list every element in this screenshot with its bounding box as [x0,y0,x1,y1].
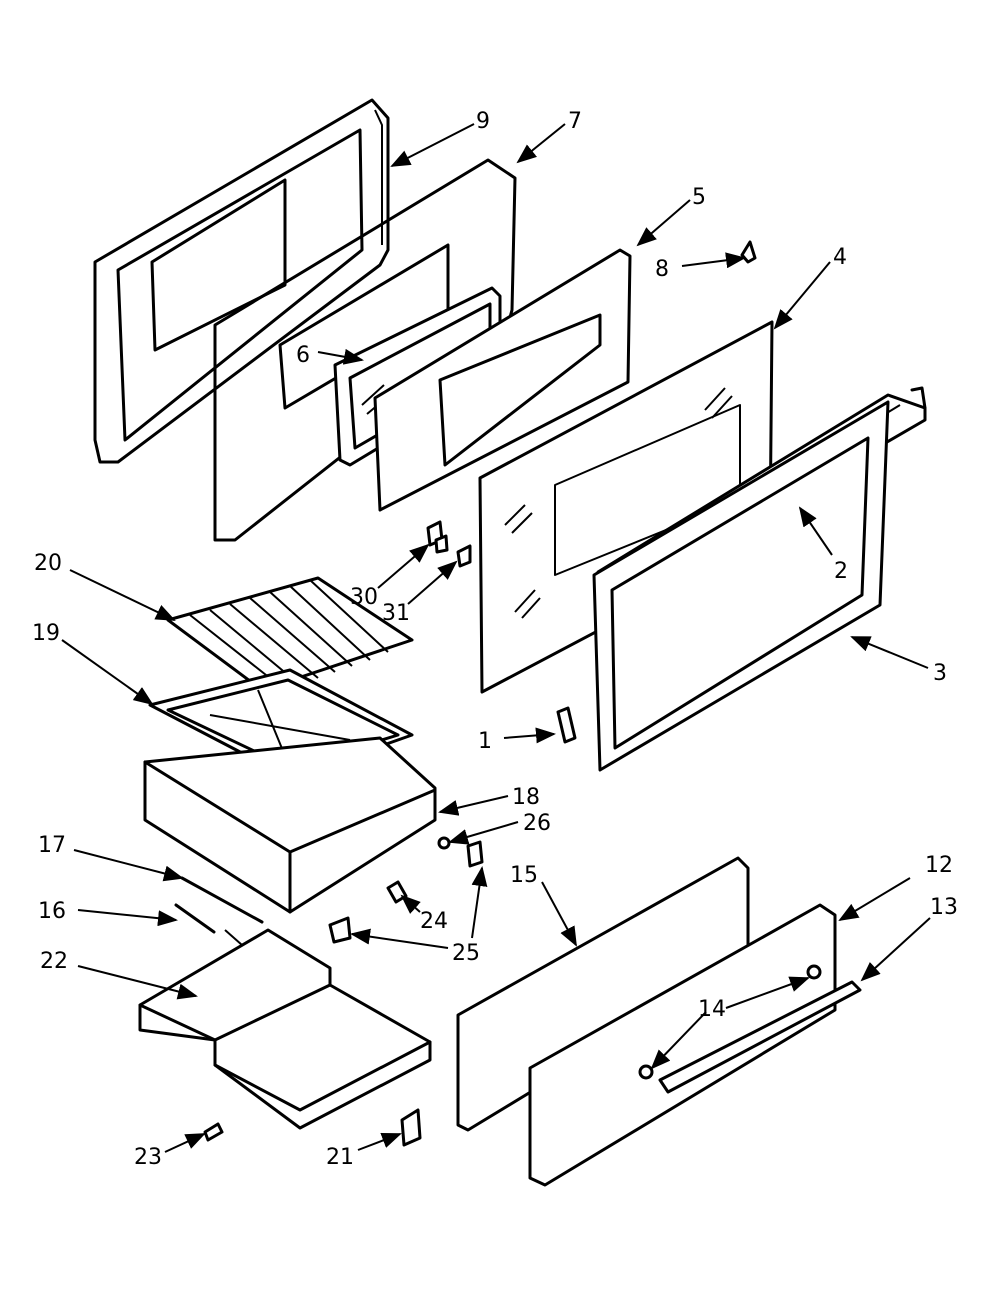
callout-31: 31 [382,601,410,626]
part-22-drawer-base [138,928,432,1130]
callout-23: 23 [134,1145,162,1170]
callout-17: 17 [38,833,66,858]
part-1-hinge [556,706,577,744]
callout-20: 20 [34,551,62,576]
callout-3: 3 [933,661,947,686]
callout-19: 19 [32,621,60,646]
part-20-broil-grid [166,576,414,692]
part-3-outer-door-frame [592,400,890,772]
part-21-bracket [400,1108,422,1147]
callout-12: 12 [925,853,953,878]
callout-1: 1 [478,729,492,754]
callout-16: 16 [38,899,66,924]
callout-13: 13 [930,895,958,920]
callout-24: 24 [420,909,448,934]
callout-15: 15 [510,863,538,888]
part-5-inner-glass-panel [373,248,632,512]
part-17-rod [180,876,264,924]
callout-5: 5 [692,185,706,210]
part-16-spring [174,903,243,946]
part-23-screw [203,1122,224,1142]
callout-labels: 9 7 5 8 4 6 2 20 30 31 3 19 1 18 26 17 1… [32,109,958,1170]
callout-30: 30 [350,585,378,610]
callout-6: 6 [296,343,310,368]
part-12-drawer-front [528,903,837,1187]
part-30-bracket [426,520,449,554]
callout-2: 2 [834,559,848,584]
part-13-drawer-handle [658,980,862,1094]
leader-lines [61,123,931,1153]
part-9-inner-door-panel [93,98,390,464]
part-4-outer-glass [478,320,774,694]
callout-14: 14 [698,997,726,1022]
part-14-screws [638,964,822,1080]
callout-4: 4 [833,245,847,270]
part-25-bracket [328,840,484,944]
part-24-clip [386,880,408,904]
callout-25: 25 [452,941,480,966]
callout-26: 26 [523,811,551,836]
part-31-bracket [456,544,472,568]
callout-8: 8 [655,257,669,282]
part-18-drawer-box [143,736,437,914]
callout-7: 7 [568,109,582,134]
part-8-clip [740,240,757,264]
callout-18: 18 [512,785,540,810]
part-26-screw [437,836,451,850]
callout-22: 22 [40,949,68,974]
callout-21: 21 [326,1145,354,1170]
callout-9: 9 [476,109,490,134]
